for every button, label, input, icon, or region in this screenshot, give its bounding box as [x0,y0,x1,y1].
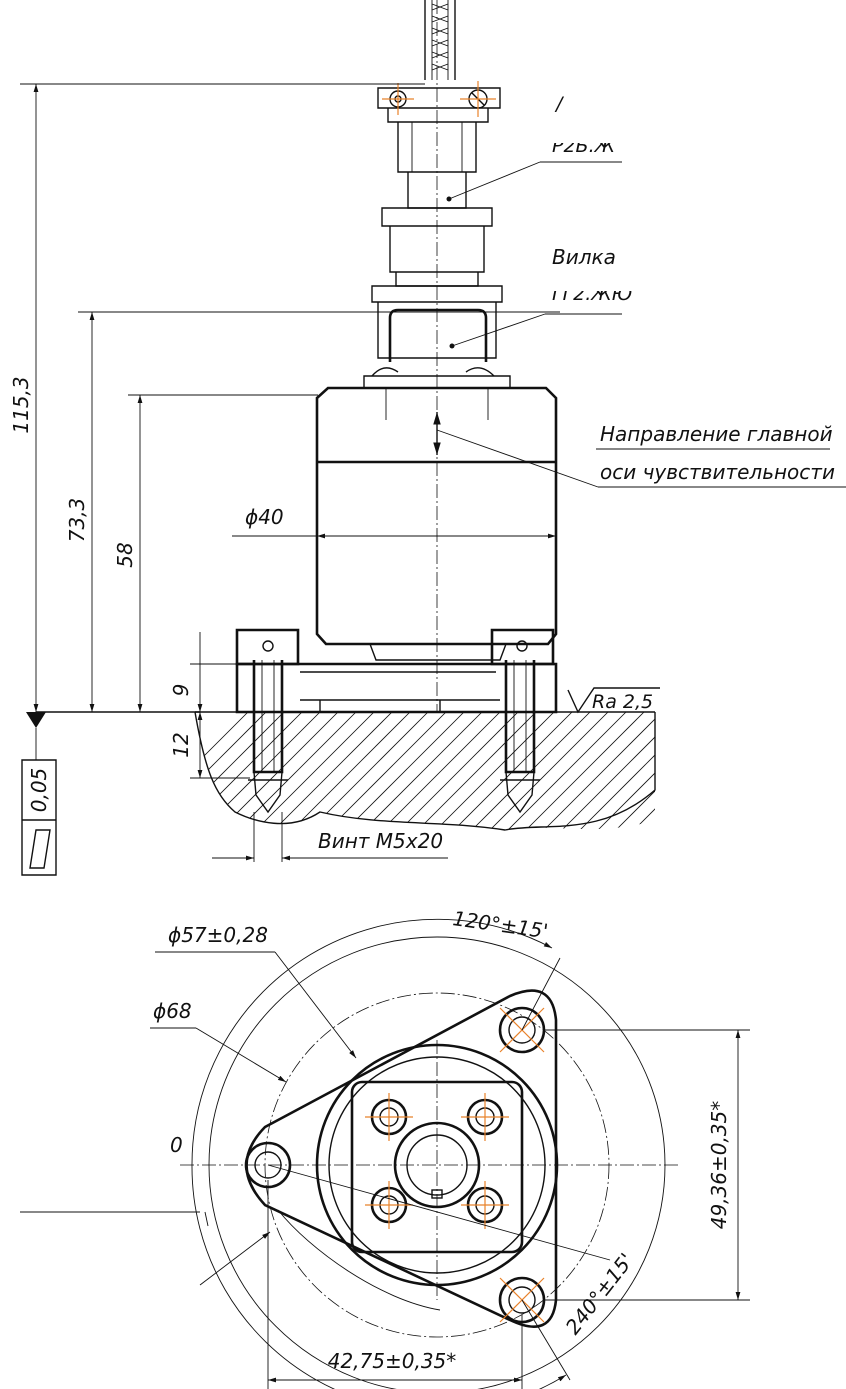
hatch-line [195,712,251,830]
dimension-total-height: 115,3 [9,83,425,712]
dimension-base-thickness: 9 [169,632,237,712]
hatch-line [227,712,359,830]
hatch-line [623,712,655,830]
pad-screws [365,1093,509,1229]
roughness-symbol: Ra 2,5 [567,687,660,714]
dimension-thread-depth: 12 [169,712,250,779]
angle-zero-label: 0 [170,1133,183,1157]
hatch-line [195,712,269,830]
d57-callout: ϕ57±0,28 [155,923,357,1059]
mounting-surface [194,710,844,840]
side-view: 115,3 73,3 58 9 12 [9,0,846,876]
sensitivity-axis-callout: Направление главной оси чувствительности [436,422,846,488]
dim-total-height-label: 115,3 [9,376,33,433]
sensitivity-axis-line1: Направление главной [600,422,833,446]
dim-body-height-label: 58 [113,542,137,567]
screw-label: Винт М5х20 [318,829,443,853]
hatch-line [371,712,503,830]
dim-d68-label: ϕ68 [153,999,192,1023]
mounting-screw-left [248,660,288,814]
svg-text:/: / [554,93,565,115]
hatch-line [195,712,305,830]
hatch-line [497,712,629,830]
hatch-line [696,710,826,840]
cable-part-code: Р2Б.Ж [552,135,617,157]
hatch-line [353,712,485,830]
cable [424,0,456,80]
hatch-line [461,712,593,830]
dim-height-label: 49,36±0,35* [707,1101,731,1230]
hatch-line [660,710,790,840]
hatch-line [299,712,431,830]
hatch-line [425,712,557,830]
dimension-width: 42,75±0,35* [267,1180,523,1389]
dim-width-label: 42,75±0,35* [328,1349,457,1373]
hatch-line [335,712,467,830]
plug-code: ГГ2.ЖЮ [552,283,632,305]
triangular-flange [245,989,558,1328]
dimension-connector-height: 73,3 [65,311,560,712]
hatch-line [479,712,611,830]
cable-connector [381,122,493,287]
flatness-tolerance-frame: 0,05 [21,759,57,876]
hatch-line [209,712,341,830]
flatness-tolerance-value: 0,05 [27,768,51,813]
dim-base-thickness-label: 9 [169,684,193,697]
hatch-line [515,712,647,830]
hatch-line [678,710,808,840]
cable-part-callout: Р2Б.Ж / [448,93,622,200]
dimension-diameter-40: ϕ40 [232,505,556,539]
sensitivity-axis-line2: оси чувствительности [600,460,835,484]
d68-callout: ϕ68 [150,999,287,1083]
screw-callout: Винт М5х20 [212,812,448,862]
top-view: ϕ57±0,28 ϕ68 120°±15' 0 240°±15' 42,75±0… [20,906,750,1389]
mounting-base [235,628,558,714]
hatch-line [245,712,377,830]
hatch-line [389,712,521,830]
hatch-line [195,712,287,830]
angle-120-label: 120°±15' [451,906,549,943]
hatch-line [569,712,655,830]
hatch-line [263,712,395,830]
cable-clamp [377,81,501,123]
hatch-line [407,712,539,830]
hatch-line [533,712,655,830]
hatch-line [443,712,575,830]
hatch-line [605,712,655,830]
hatch-line [641,712,655,830]
dimension-body-height: 58 [113,394,318,712]
dim-d57-label: ϕ57±0,28 [168,923,268,947]
roughness-value: Ra 2,5 [592,691,653,713]
plug-label: Вилка [552,245,616,269]
hatch-line [714,710,844,840]
dim-connector-height-label: 73,3 [65,498,89,543]
dimension-height: 49,36±0,35* [545,1029,750,1301]
mounting-screw-right [500,660,540,814]
hatch-line [281,712,413,830]
dim-diameter-label: ϕ40 [245,505,284,529]
sensor-body [315,386,558,661]
plug-callout: Вилка ГГ2.ЖЮ [451,245,632,347]
datum-triangle [26,712,46,728]
hatch-line [551,712,655,830]
hatch-line [587,712,655,830]
dim-thread-depth-label: 12 [169,732,193,757]
